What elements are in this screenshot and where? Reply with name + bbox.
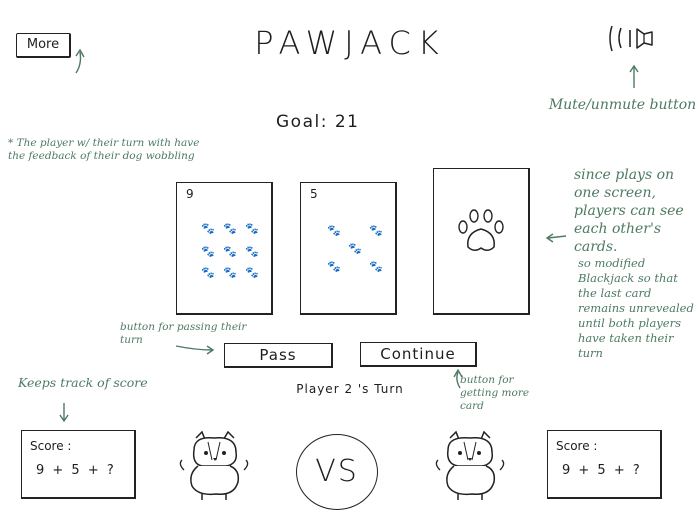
more-button[interactable]: More — [16, 33, 71, 58]
speaker-icon — [609, 25, 653, 52]
paw-icon: 🐾 — [245, 222, 259, 235]
card-value: 5 — [310, 187, 318, 201]
score-value: 9 + 5 + ? — [562, 463, 642, 478]
score-note: Keeps track of score — [18, 375, 148, 390]
card-3-hidden — [433, 168, 530, 315]
paw-icon: 🐾 — [223, 245, 237, 258]
paw-icon: 🐾 — [327, 260, 341, 273]
score-value: 9 + 5 + ? — [36, 463, 116, 478]
paw-icon — [458, 209, 504, 251]
player-2-scorebox: Score : 9 + 5 + ? — [547, 430, 662, 499]
player-1-dog-icon — [179, 430, 249, 500]
paw-icon: 🐾 — [245, 266, 259, 279]
paw-icon: 🐾 — [201, 222, 215, 235]
paw-icon: 🐾 — [348, 242, 362, 255]
card-value: 9 — [186, 187, 194, 201]
score-label: Score : — [556, 439, 598, 453]
mute-note: Mute/unmute button — [548, 97, 697, 113]
paw-icon: 🐾 — [369, 260, 383, 273]
pass-button-note: button for passing their turn — [120, 321, 247, 346]
paw-icon: 🐾 — [201, 266, 215, 279]
page-title: PAWJACK — [254, 24, 446, 62]
paw-icon: 🐾 — [201, 245, 215, 258]
player-2-dog-icon — [435, 430, 505, 500]
card-1: 9 🐾 🐾 🐾 🐾 🐾 🐾 🐾 🐾 🐾 — [176, 182, 273, 315]
vs-badge: VS — [296, 434, 378, 510]
modified-rules-note: so modified Blackjack so that the last c… — [578, 256, 694, 360]
paw-icon: 🐾 — [327, 224, 341, 237]
score-label: Score : — [30, 439, 72, 453]
turn-feedback-note: * The player w/ their turn with have the… — [8, 137, 200, 162]
continue-button[interactable]: Continue — [360, 342, 477, 367]
paw-icon: 🐾 — [223, 222, 237, 235]
pass-button[interactable]: Pass — [224, 343, 333, 368]
paw-icon: 🐾 — [223, 266, 237, 279]
card-2: 5 🐾 🐾 🐾 🐾 🐾 — [300, 182, 397, 315]
paw-icon: 🐾 — [245, 245, 259, 258]
shared-screen-note: since plays on one screen, players can s… — [574, 167, 684, 255]
paw-icon: 🐾 — [369, 224, 383, 237]
continue-button-note: button for getting more card — [460, 374, 530, 412]
mute-button[interactable] — [606, 18, 668, 58]
turn-indicator: Player 2 's Turn — [296, 382, 404, 396]
player-1-scorebox: Score : 9 + 5 + ? — [21, 430, 136, 499]
goal-label: Goal: 21 — [276, 112, 360, 132]
